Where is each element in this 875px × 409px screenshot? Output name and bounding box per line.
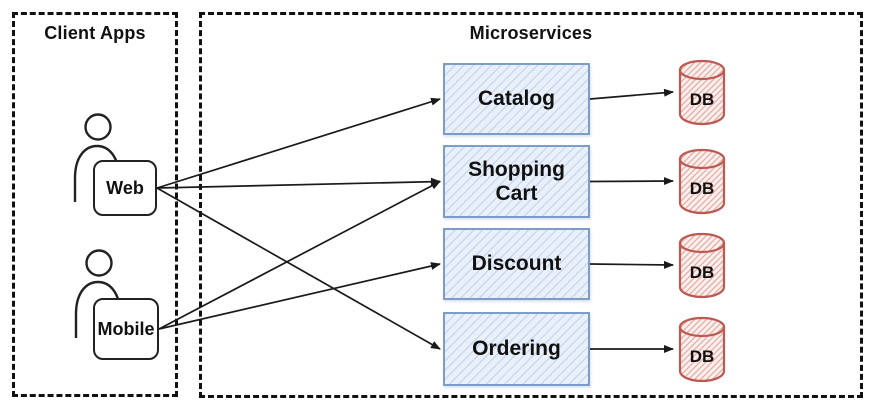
catalog-service-label: Catalog bbox=[477, 87, 555, 111]
discount-database-cylinder: DB bbox=[678, 232, 726, 299]
microservices-title: Microservices bbox=[469, 23, 593, 43]
mobile-client-node: Mobile bbox=[93, 298, 159, 360]
discount-db-label: DB bbox=[690, 263, 715, 282]
ordering-db-label: DB bbox=[690, 347, 715, 366]
ordering-database-cylinder: DB bbox=[678, 316, 726, 383]
discount-service-label: Discount bbox=[471, 252, 562, 276]
shopping-cart-database-cylinder: DB bbox=[678, 148, 726, 215]
shopping-cart-db-label: DB bbox=[690, 179, 715, 198]
web-client-node: Web bbox=[93, 160, 157, 216]
mobile-client-label: Mobile bbox=[97, 318, 155, 339]
discount-service-node: Discount bbox=[443, 228, 590, 300]
client-apps-title: Client Apps bbox=[44, 23, 146, 43]
catalog-database-cylinder: DB bbox=[678, 59, 726, 126]
shopping-cart-service-label: Shopping Cart bbox=[468, 157, 565, 205]
catalog-db-label: DB bbox=[690, 90, 715, 109]
ordering-service-label: Ordering bbox=[472, 337, 561, 361]
web-client-label: Web bbox=[106, 177, 144, 198]
shopping-cart-service-node: Shopping Cart bbox=[443, 145, 590, 218]
ordering-service-node: Ordering bbox=[443, 312, 590, 386]
catalog-service-node: Catalog bbox=[443, 63, 590, 135]
